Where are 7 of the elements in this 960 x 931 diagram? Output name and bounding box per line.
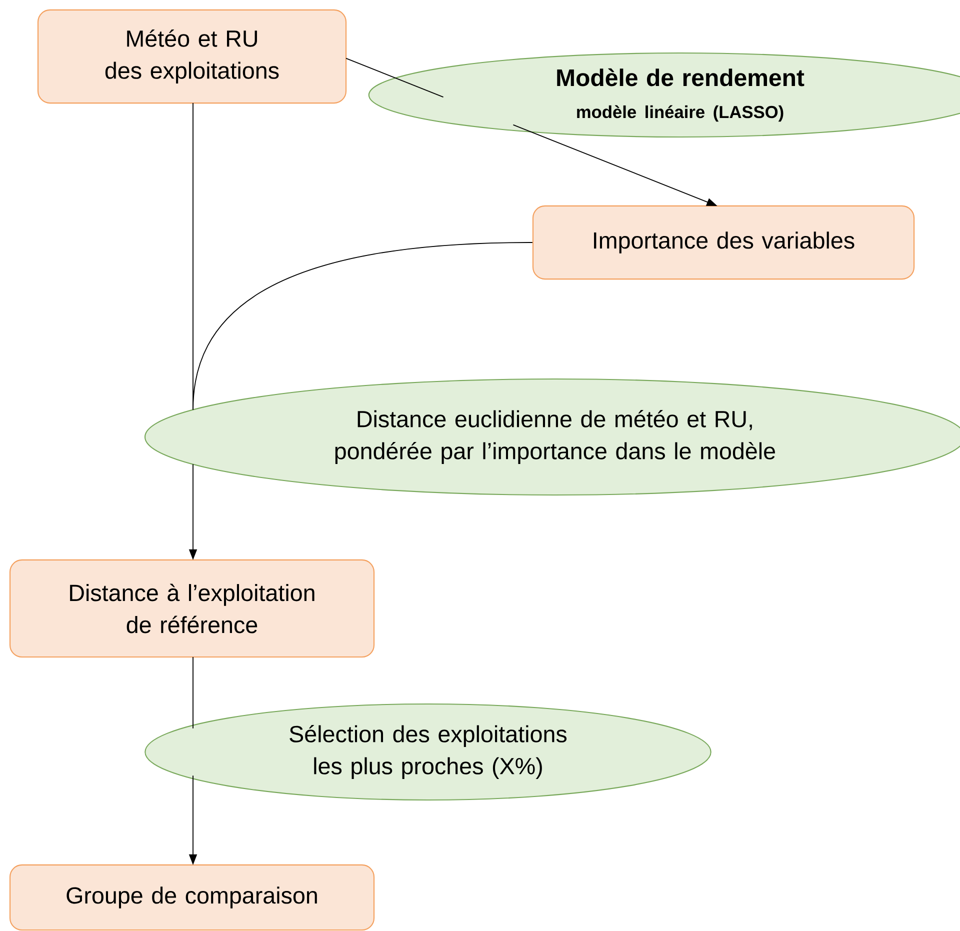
process-box: Importance des variables (532, 205, 915, 280)
process-box: Groupe de comparaison (9, 864, 375, 931)
process-box: Distance à l’exploitation de référence (9, 559, 375, 658)
connector (192, 656, 194, 729)
connector (346, 58, 444, 98)
process-box: Météo et RU des exploitations (37, 9, 347, 104)
connector (192, 102, 194, 410)
